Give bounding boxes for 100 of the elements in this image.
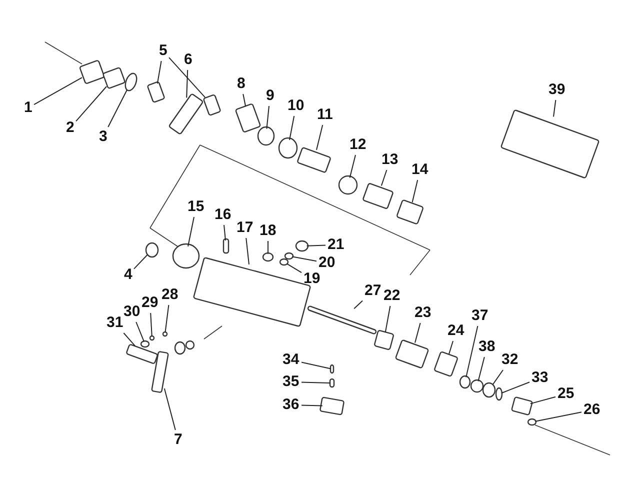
callout-number: 37: [472, 308, 488, 324]
leader-line: [134, 254, 148, 270]
leader-line: [492, 370, 504, 385]
leader-line: [292, 256, 317, 262]
callout-number: 7: [174, 432, 182, 448]
leader-line: [168, 57, 206, 98]
leader-line: [301, 362, 332, 370]
callout-number: 19: [304, 271, 320, 287]
leader-line: [188, 216, 194, 247]
leader-line: [150, 312, 152, 337]
callout-number: 13: [382, 152, 398, 168]
callout-number: 33: [532, 370, 548, 386]
leader-line: [301, 404, 323, 406]
callout-number: 12: [350, 137, 366, 153]
part-ring: [482, 382, 496, 398]
leader-line: [478, 356, 485, 382]
part-block: [329, 378, 335, 388]
leader-line: [354, 300, 363, 310]
leader-line: [123, 332, 136, 347]
part-block: [102, 66, 126, 90]
leader-line: [553, 100, 556, 118]
callout-number: 5: [159, 43, 168, 59]
callout-number: 38: [478, 339, 496, 355]
leader-line: [414, 322, 421, 344]
part-ring: [295, 240, 309, 252]
part-ring: [278, 137, 298, 159]
leader-line: [380, 170, 388, 186]
leader-line: [500, 382, 530, 394]
leader-line: [286, 263, 302, 274]
callout-number: 9: [266, 88, 274, 104]
callout-number: 25: [558, 386, 574, 402]
part-ring: [124, 72, 138, 92]
callout-number: 6: [184, 52, 192, 68]
part-ring: [162, 331, 168, 337]
part-ring: [495, 387, 503, 401]
callout-number: 34: [282, 352, 300, 368]
callout-number: 16: [214, 207, 232, 223]
callout-number: 35: [282, 374, 300, 390]
leader-line: [316, 124, 324, 150]
callout-number: 29: [142, 295, 158, 311]
leader-line: [186, 70, 188, 98]
leader-line: [34, 77, 82, 106]
part-ring: [284, 252, 294, 260]
leader-line: [108, 90, 128, 128]
callout-number: 2: [66, 120, 74, 136]
leader-line: [412, 180, 418, 203]
part-block: [330, 364, 334, 374]
leader-line: [289, 116, 295, 140]
part-block: [222, 238, 230, 254]
leader-line: [136, 322, 144, 342]
callout-number: 21: [328, 237, 344, 253]
part-ring: [149, 335, 155, 341]
callout-number: 28: [162, 287, 178, 303]
leader-line: [530, 396, 556, 404]
leader-line: [164, 304, 170, 333]
part-block: [374, 330, 394, 350]
callout-number: 32: [502, 352, 518, 368]
callout-number: 31: [106, 315, 124, 331]
part-ring: [459, 375, 471, 389]
callout-number: 10: [288, 98, 304, 114]
part-block: [202, 94, 222, 116]
part-block: [78, 60, 106, 84]
part-block: [319, 396, 345, 416]
part-ring: [527, 418, 537, 426]
part-ring: [470, 379, 484, 393]
leader-line: [242, 94, 246, 107]
part-block: [151, 350, 169, 394]
callout-number: 4: [124, 267, 132, 283]
callout-number: 8: [237, 76, 246, 92]
leader-line: [224, 224, 226, 241]
leader-line: [384, 306, 391, 333]
leader-line: [266, 106, 270, 130]
callout-number: 26: [584, 402, 600, 418]
part-ring: [172, 243, 200, 269]
callout-number: 36: [282, 397, 300, 413]
callout-number: 30: [124, 304, 140, 320]
callout-number: 22: [384, 288, 400, 304]
leader-line: [306, 244, 326, 246]
leader-line: [466, 326, 478, 378]
leader-line: [246, 238, 250, 265]
leader-line: [76, 86, 107, 122]
callout-number: 23: [414, 305, 432, 321]
callout-number: 20: [318, 255, 336, 271]
callout-number: 1: [24, 100, 32, 116]
callout-number: 3: [99, 129, 108, 145]
callout-number: 27: [364, 283, 382, 299]
leader-line: [534, 412, 582, 422]
part-ring: [262, 252, 274, 262]
leader-line: [164, 388, 176, 430]
part-ring: [140, 340, 150, 348]
callout-number: 11: [317, 107, 333, 123]
callout-number: 18: [260, 223, 276, 239]
leader-line: [349, 154, 356, 178]
callout-number: 14: [412, 162, 428, 178]
leader-line: [301, 382, 331, 384]
part-ring: [338, 175, 358, 195]
callout-number: 17: [236, 220, 254, 236]
callout-number: 24: [448, 323, 464, 339]
part-block: [510, 396, 534, 416]
leader-line: [448, 340, 454, 354]
